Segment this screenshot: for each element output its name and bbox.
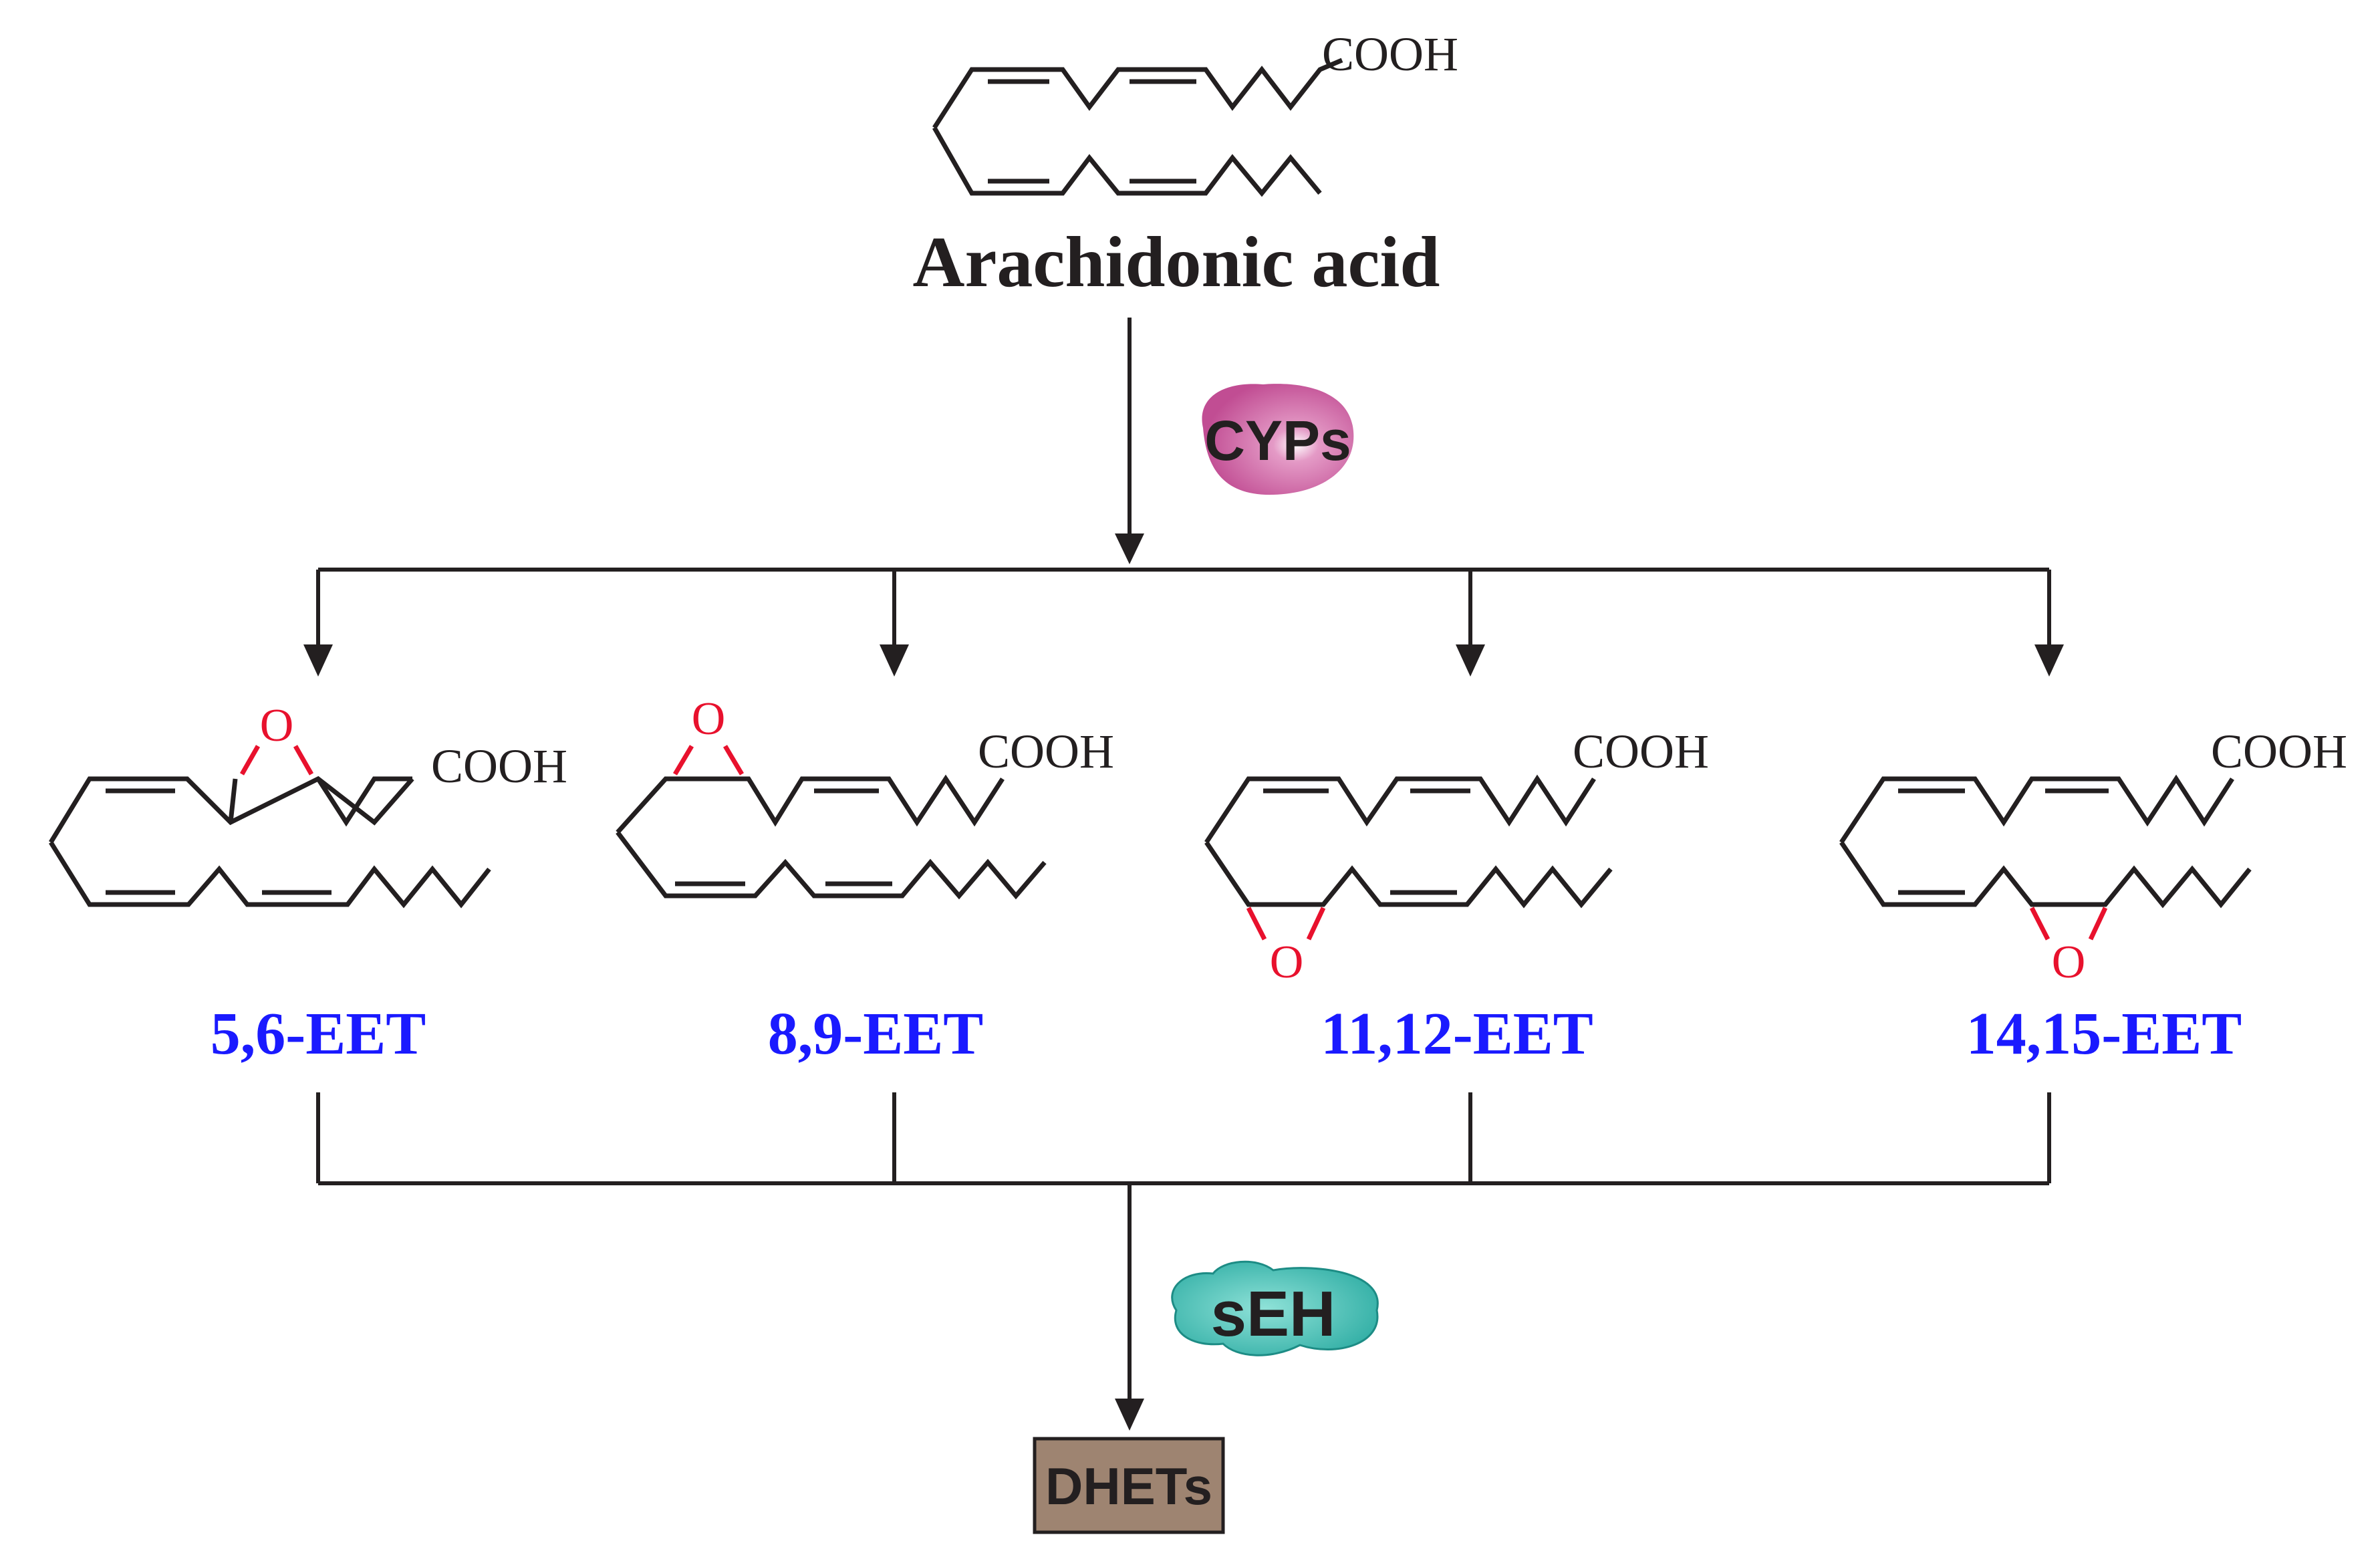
- arrowhead-to-dhets: [1115, 1399, 1144, 1431]
- cooh-label: COOH: [431, 739, 567, 793]
- eet-label-5-6: 5,6-EET: [211, 1001, 426, 1067]
- seh-label: sEH: [1211, 1278, 1336, 1350]
- aa-cooh-label: COOH: [1322, 27, 1458, 81]
- eet-label-14-15: 14,15-EET: [1966, 1001, 2242, 1067]
- eet-11-12-structure: O COOH: [1204, 725, 1709, 988]
- eet-8-9-structure: O COOH: [616, 693, 1114, 900]
- eet-5-6-structure: O COOH: [49, 700, 567, 909]
- arrowhead-to-14-15-eet: [2034, 644, 2064, 677]
- epoxide-oxygen-label: O: [1270, 937, 1304, 988]
- cooh-label: COOH: [2211, 725, 2347, 778]
- seh-enzyme-blob: sEH: [1171, 1260, 1379, 1356]
- arachidonic-acid-structure: [932, 57, 1343, 197]
- cyp-branch-connectors: [316, 318, 2051, 663]
- epoxide-oxygen-label: O: [2052, 937, 2086, 988]
- dhets-label: DHETs: [1045, 1457, 1212, 1516]
- seh-merge-connectors: [316, 1092, 2051, 1407]
- arrowhead-to-8-9-eet: [880, 644, 909, 677]
- cyp-arrowheads: [303, 533, 2064, 677]
- eet-label-8-9: 8,9-EET: [768, 1001, 984, 1067]
- arrowhead-to-5-6-eet: [303, 644, 333, 677]
- cyps-label: CYPs: [1204, 409, 1351, 472]
- eet-14-15-structure: O COOH: [1839, 725, 2347, 988]
- arachidonic-acid-title: Arachidonic acid: [912, 223, 1440, 302]
- epoxide-oxygen-label: O: [260, 700, 294, 751]
- cyps-enzyme-blob: CYPs: [1202, 384, 1354, 495]
- epoxide-oxygen-label: O: [692, 693, 726, 745]
- cooh-label: COOH: [1573, 725, 1709, 778]
- arrowhead-to-branch: [1115, 533, 1144, 564]
- eet-label-11-12: 11,12-EET: [1321, 1001, 1593, 1067]
- arrowhead-to-11-12-eet: [1456, 644, 1485, 677]
- cooh-label: COOH: [978, 725, 1114, 778]
- eet-labels: 5,6-EET 8,9-EET 11,12-EET 14,15-EET: [211, 1001, 2242, 1067]
- dhets-box: DHETs: [1033, 1437, 1225, 1534]
